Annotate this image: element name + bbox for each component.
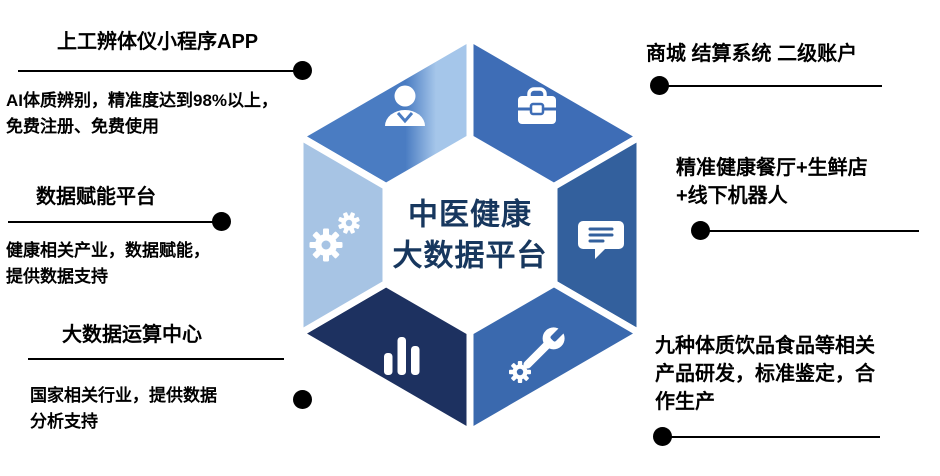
- gears-icon: [309, 211, 361, 262]
- callout-restaurant-title: 精准健康餐厅+生鲜店 +线下机器人: [676, 157, 868, 207]
- connector-line-bottom-left: [28, 358, 284, 360]
- callout-data-platform-title: 数据赋能平台: [36, 186, 156, 208]
- connector-line-top-left: [18, 70, 295, 72]
- connector-dot-bottom-right: [653, 427, 672, 446]
- wrench-icon: [523, 326, 566, 369]
- connector-line-mid-left: [8, 221, 214, 223]
- connector-line-top-right: [659, 85, 882, 87]
- callout-products-title: 九种体质饮品食品等相关 产品研发，标准鉴定，合 作生产: [655, 335, 875, 413]
- wrench-gear-icon: [509, 361, 531, 383]
- center-hexagon: [386, 138, 554, 332]
- connector-line-bottom-right: [662, 436, 880, 438]
- connector-dot-top-left: [293, 61, 312, 80]
- callout-data-platform-body: 健康相关产业，数据赋能， 提供数据支持: [6, 241, 210, 287]
- callout-app-title: 上工辨体仪小程序APP: [57, 31, 259, 53]
- callout-computing-center-title: 大数据运算中心: [62, 324, 202, 346]
- callout-computing-center-body: 国家相关行业，提供数据 分析支持: [30, 386, 217, 432]
- connector-dot-mid-right: [691, 221, 710, 240]
- connector-line-mid-right: [700, 230, 919, 232]
- chat-icon: [578, 221, 624, 259]
- briefcase-icon: [518, 87, 556, 124]
- user-icon: [385, 85, 425, 126]
- center-title: 中医健康 大数据平台: [392, 198, 548, 273]
- bar-chart-icon: [384, 337, 420, 375]
- callout-app-body: AI体质辨别，精准度达到98%以上， 免费注册、免费使用: [6, 91, 279, 137]
- connector-dot-top-right: [650, 76, 669, 95]
- connector-dot-bottom-left: [293, 390, 312, 409]
- connector-dot-mid-left: [212, 212, 231, 231]
- callout-mall-title: 商城 结算系统 二级账户: [646, 43, 858, 65]
